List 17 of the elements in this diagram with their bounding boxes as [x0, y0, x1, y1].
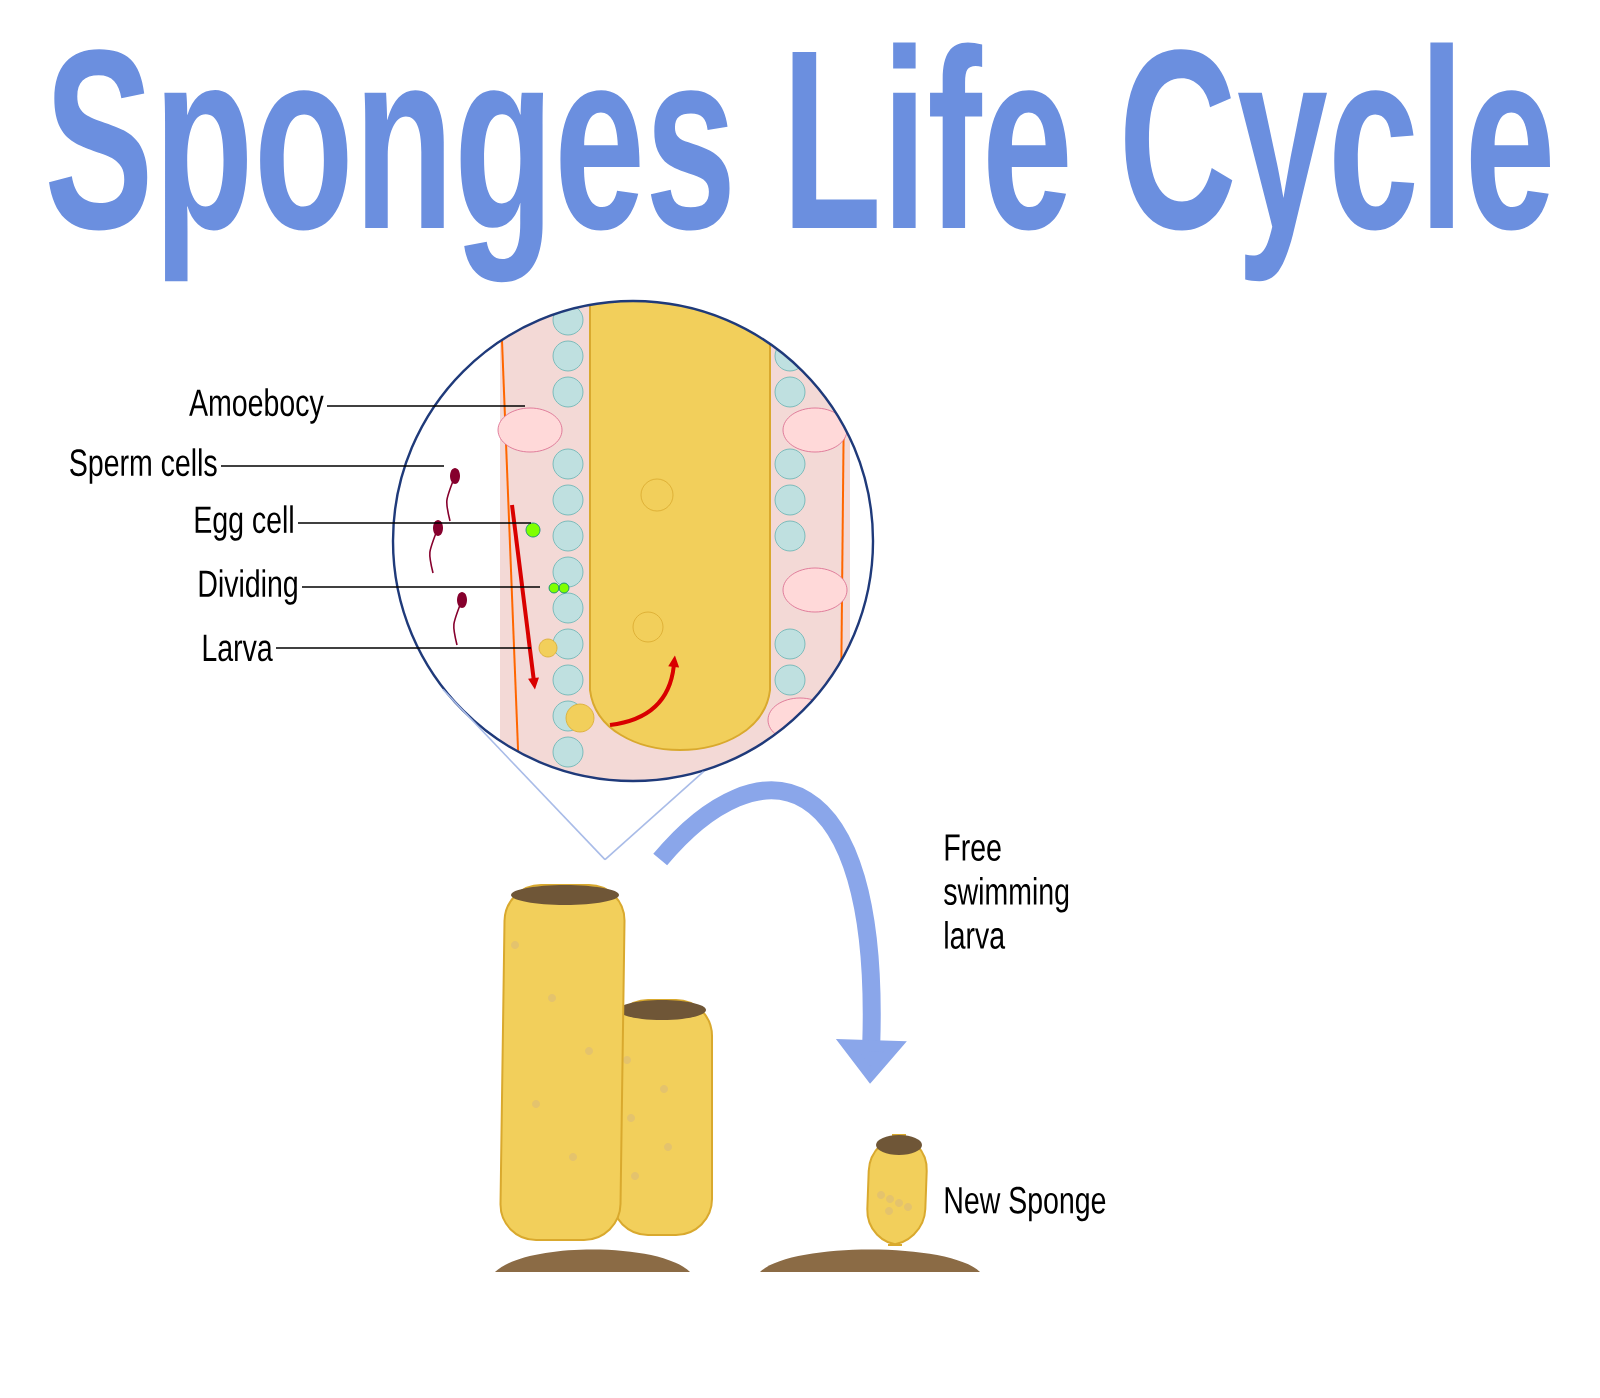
- leader-line: [275, 647, 532, 649]
- part-label: Amoebocy: [189, 388, 324, 424]
- leader-line: [297, 522, 532, 524]
- sponge-drawing: [495, 884, 713, 1272]
- leader-line: [220, 465, 445, 467]
- zoom-line: [604, 770, 705, 861]
- part-label: Dividing: [199, 569, 297, 605]
- sponge-label: New Sponge: [945, 1186, 1106, 1222]
- leader-line: [301, 586, 541, 588]
- magnified-tube-drawing: [391, 299, 875, 783]
- zoom-line: [442, 688, 606, 861]
- edge-label: Free swimming larva: [940, 830, 1082, 953]
- part-label: Egg cell: [195, 505, 293, 541]
- title: Sponges Life Cycle: [49, 42, 1550, 283]
- part-label: Larva: [203, 634, 273, 662]
- part-label: Sperm cells: [70, 448, 217, 484]
- leader-line: [326, 405, 526, 407]
